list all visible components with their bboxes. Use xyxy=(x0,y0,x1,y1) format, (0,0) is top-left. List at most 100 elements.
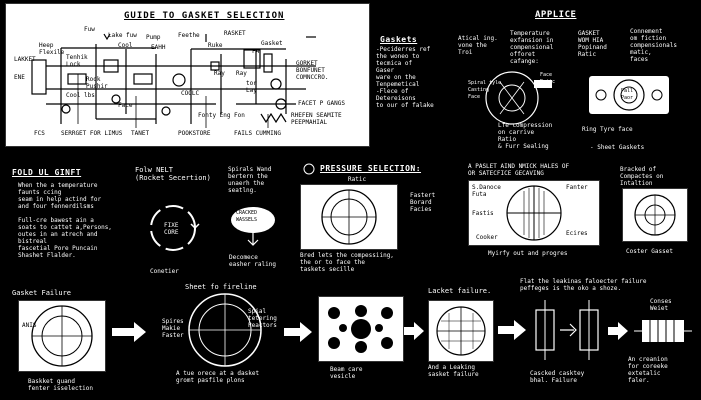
gaskets-title: Gaskets xyxy=(380,35,418,44)
sheet-for-fireline-title: Sheet fo fireline xyxy=(185,283,257,291)
paslet-title: A PASLET AIND NMICK HALES OF OR SATECFIC… xyxy=(468,163,570,177)
arrow-right-5-icon xyxy=(608,322,628,340)
flange-section-drawing xyxy=(506,185,562,241)
piping-schematic-panel: GUIDE TO GASKET SELECTION xyxy=(5,3,370,147)
gasket-failure-panel xyxy=(18,300,106,372)
label-lakket: LAKKET xyxy=(14,56,36,63)
label-rhefen-seamite: RHEFEN SEAMITE PEEPMAHIAL xyxy=(291,112,342,126)
s-danoce-label: S.Danoce Futa xyxy=(472,184,501,198)
label-pookstore: POOKSTORE xyxy=(178,130,211,137)
label-tanet: TANET xyxy=(131,130,150,137)
label-eahh: EAHH xyxy=(151,44,166,51)
label-gorket-bonfunet: GORKET BONFUNET COMNCCRO. xyxy=(296,60,329,81)
conment-text: Connement om fiction compensionals matic… xyxy=(630,28,677,63)
fastis-label: Fastis xyxy=(472,210,494,217)
fastert-text: Fastert Borard Facies xyxy=(410,192,436,213)
bracked-text: Bracked of Compactes on Intaltion xyxy=(620,166,664,187)
tue-text: A tue orece at a dasket gromt pasfile pl… xyxy=(176,370,260,384)
pressure-selection-title: PRESSURE SELECTION: xyxy=(320,164,422,173)
bred-text: Bred lets the compessiing, the or to fac… xyxy=(300,252,394,273)
leaking-text: And a Leaking sasket failure xyxy=(428,364,479,378)
label-fon: Fon xyxy=(234,112,245,119)
decomece-label: Decomece easher raling xyxy=(229,254,276,268)
pressure-gauge-drawing xyxy=(321,189,377,245)
label-heep-flexile: Heep Flexile xyxy=(39,42,65,56)
anis-label: ANIS xyxy=(22,322,37,329)
arrow-right-4-icon xyxy=(498,320,526,340)
ring-gasket-illustration xyxy=(589,76,669,114)
fanter-label: Fanter xyxy=(566,184,588,191)
beam-care-label: Beam care vesicle xyxy=(330,366,363,380)
label-pump: Pump xyxy=(146,34,161,41)
ring-type-label: Ring Tyre face xyxy=(582,126,633,133)
guide-title: GUIDE TO GASKET SELECTION xyxy=(124,11,285,21)
spial-label: Spial tetering Peactors xyxy=(248,308,277,329)
cascked-casktey-drawing xyxy=(535,300,599,360)
cracked-wassels-illustration xyxy=(231,207,275,246)
gasket-failure-title: Gasket Failure xyxy=(12,289,72,297)
fold-text: When the a temperature faunts ccing seam… xyxy=(18,182,112,259)
fixe-core-label: FIXE CORE xyxy=(164,222,179,236)
arrow-right-2-icon xyxy=(284,322,312,342)
label-tenhik-lock: Tenhik Lock xyxy=(66,54,88,68)
label-fa: FA xyxy=(252,48,260,55)
coster-gasset-panel xyxy=(622,188,688,242)
label-coolc: COOLC xyxy=(181,90,200,97)
pressure-selection-circle-icon xyxy=(303,163,315,175)
fixe-core-ring xyxy=(150,205,200,251)
spiral-type-label: Spiral tyle Casting Face xyxy=(468,80,502,100)
cracked-wassels-label: CRACKED WASSELS xyxy=(236,210,258,223)
label-cool: Cool xyxy=(118,42,133,49)
lacket-failure-title: Lacket failure. xyxy=(428,287,492,295)
creation-text: An creanion for coreeke extetalic faler. xyxy=(628,356,668,384)
pall-paor-label: Pall Paor xyxy=(621,88,634,101)
gasket-failure-drawing xyxy=(31,305,93,367)
label-ruke: Ruke xyxy=(208,42,223,49)
applice-title: APPLICE xyxy=(535,10,577,20)
label-flow: Fuw xyxy=(84,26,95,33)
label-gasket: Gasket xyxy=(261,40,283,47)
myirfy-text: Myirfy out and progres xyxy=(488,250,568,257)
baskket-text: Baskket guand fenter isselection xyxy=(28,378,94,392)
label-fails-cumming: FAILS CUMMING xyxy=(234,130,281,137)
atical-text: Atical ing. vone the Troi xyxy=(458,35,498,56)
ratic-label: Ratic xyxy=(348,176,367,183)
conses-label: Conses Weiet xyxy=(650,298,672,312)
folw-title: Folw NELT (Rocket Secertion) xyxy=(135,166,211,182)
label-feethe: Feethe xyxy=(178,32,200,39)
label-ray: Ray xyxy=(214,70,225,77)
coster-gasset-drawing xyxy=(634,194,676,236)
beam-care-drawing xyxy=(328,305,393,353)
label-facet-p-gangs: FACET P GANGS xyxy=(298,100,345,107)
spires-label: Spires Makie Faster xyxy=(162,318,184,339)
lacket-failure-drawing xyxy=(436,306,486,356)
spirals-text: Spirals Wand bertern the unaerh the seat… xyxy=(228,166,272,194)
arrow-right-1-icon xyxy=(112,322,146,342)
label-serrget-for-limus: SERRGET FOR LIMUS xyxy=(61,130,123,137)
ecires-label: Ecires xyxy=(566,230,588,237)
beam-care-panel xyxy=(318,296,404,362)
fold-title: FOLD UL GINFT xyxy=(12,168,82,177)
label-eme: ENE xyxy=(14,74,25,81)
lacket-failure-panel xyxy=(428,300,494,362)
conses-weiet-drawing xyxy=(634,320,692,342)
sheet-gasket-drawing xyxy=(188,293,262,367)
coster-gasset-label: Coster Gasset xyxy=(626,248,673,255)
pressure-gauge-panel xyxy=(300,184,398,250)
cooker-label: Cooker xyxy=(476,234,498,241)
flat-text: Flat the leakinas faloecter failure peff… xyxy=(520,278,647,292)
sheet-gaskets-label: - Sheet Gaskets xyxy=(590,144,645,151)
lfe-compression-text: Lfe compression on carrive Ratio & Furr … xyxy=(498,122,553,150)
label-fcs: FCS xyxy=(34,130,45,137)
temperature-text: Temperature exfansion in compensional of… xyxy=(510,30,554,65)
cascked-text: Cascked casktey bhal. Failure xyxy=(530,370,585,384)
gaskets-description: -Peciderres ref the woneo to tecmica of … xyxy=(376,46,434,109)
label-cool-lbs: Cool lbs xyxy=(66,92,95,99)
spiral-gasket-illustration xyxy=(485,71,552,125)
arrow-right-3-icon xyxy=(404,322,424,340)
label-rasket: RASKET xyxy=(224,30,246,37)
gasket-wom-text: GASKET WOM HIA Popinand Ratic xyxy=(578,30,607,58)
piping-schematic-drawing xyxy=(31,33,316,128)
label-rook-pusher: Rook Pushir xyxy=(86,76,108,90)
flange-section-panel xyxy=(468,180,600,246)
